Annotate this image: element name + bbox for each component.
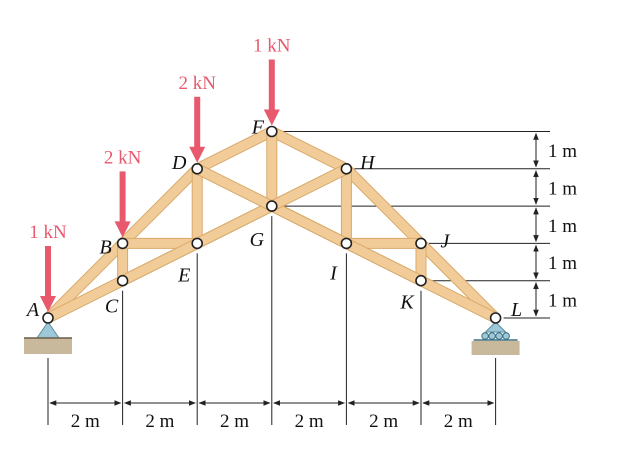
member-KL <box>416 276 501 323</box>
joint-I <box>340 237 353 250</box>
member-BD <box>118 164 202 248</box>
joint-label-G: G <box>250 229 265 251</box>
joint-label-D: D <box>171 152 187 174</box>
member-JL <box>416 238 501 323</box>
joint-G <box>265 200 278 212</box>
dimension-label-h-5: 2 m <box>444 411 473 432</box>
joint-label-A: A <box>25 299 40 321</box>
roller-support-L <box>484 321 507 333</box>
joint-label-J: J <box>441 230 451 252</box>
joint-label-K: K <box>399 292 415 314</box>
dimension-label-h-2: 2 m <box>220 411 249 432</box>
load-label-A: 1 kN <box>29 222 67 243</box>
dimension-label-h-0: 2 m <box>71 411 100 432</box>
dimension-label-v-3: 1 m <box>548 253 577 274</box>
member-GH <box>267 164 351 211</box>
member-FH <box>267 127 351 174</box>
joint-D <box>191 163 203 175</box>
member-AC <box>43 276 128 323</box>
joint-K <box>415 274 427 287</box>
joint-L <box>489 312 502 324</box>
member-EG <box>192 201 277 248</box>
load-arrow-head-B <box>114 221 131 238</box>
load-arrow-shaft-B <box>119 171 126 224</box>
load-arrow-head-D <box>189 146 206 163</box>
load-label-B: 2 kN <box>104 147 142 168</box>
labels: A B C D E F G H I J K L 1 kN 2 kN 2 kN 1 kN 2 m 2 m 2 m 2 m… <box>25 36 577 433</box>
joint-B <box>116 237 129 250</box>
supports <box>24 321 520 355</box>
joint-label-L: L <box>510 299 522 321</box>
member-DG <box>192 164 277 211</box>
load-arrow-shaft-F <box>268 59 275 112</box>
dimension-label-v-1: 1 m <box>548 178 577 199</box>
dimension-label-v-2: 1 m <box>548 216 577 237</box>
member-IK <box>341 238 426 286</box>
ground-A <box>24 338 72 354</box>
pin-support-A <box>36 321 60 339</box>
member-DF <box>192 127 277 174</box>
load-arrow-head-A <box>40 296 56 312</box>
truss-joints <box>42 125 502 324</box>
load-arrow-shaft-A <box>45 246 51 298</box>
roller-L <box>481 332 489 340</box>
joint-F <box>265 125 278 138</box>
roller-L <box>502 332 510 340</box>
joint-label-F: F <box>251 117 265 139</box>
joint-C <box>116 274 129 287</box>
dimension-label-v-0: 1 m <box>548 141 577 162</box>
joint-label-I: I <box>329 262 338 284</box>
joint-A <box>42 312 54 324</box>
ground-L <box>471 341 520 355</box>
joint-label-H: H <box>359 152 376 174</box>
load-label-F: 1 kN <box>253 36 291 57</box>
member-GI <box>267 201 351 248</box>
dimensions <box>49 132 539 406</box>
roller-L <box>495 332 503 340</box>
joint-E <box>191 237 203 250</box>
load-label-D: 2 kN <box>178 73 216 94</box>
dimension-label-h-1: 2 m <box>145 411 174 432</box>
dimension-label-v-4: 1 m <box>548 290 577 311</box>
joint-label-C: C <box>105 296 119 318</box>
loads <box>40 59 280 312</box>
load-arrow-shaft-D <box>194 96 201 149</box>
member-CE <box>118 238 202 286</box>
member-AB <box>43 238 128 323</box>
dimension-label-h-4: 2 m <box>369 411 398 432</box>
joint-H <box>340 163 353 175</box>
joint-label-B: B <box>99 236 111 258</box>
load-arrow-head-F <box>263 109 280 126</box>
extension-lines <box>47 131 550 425</box>
joint-label-E: E <box>177 264 190 286</box>
member-HJ <box>341 164 426 248</box>
roller-L <box>488 332 496 340</box>
joint-J <box>415 237 427 250</box>
dimension-label-h-3: 2 m <box>295 411 324 432</box>
